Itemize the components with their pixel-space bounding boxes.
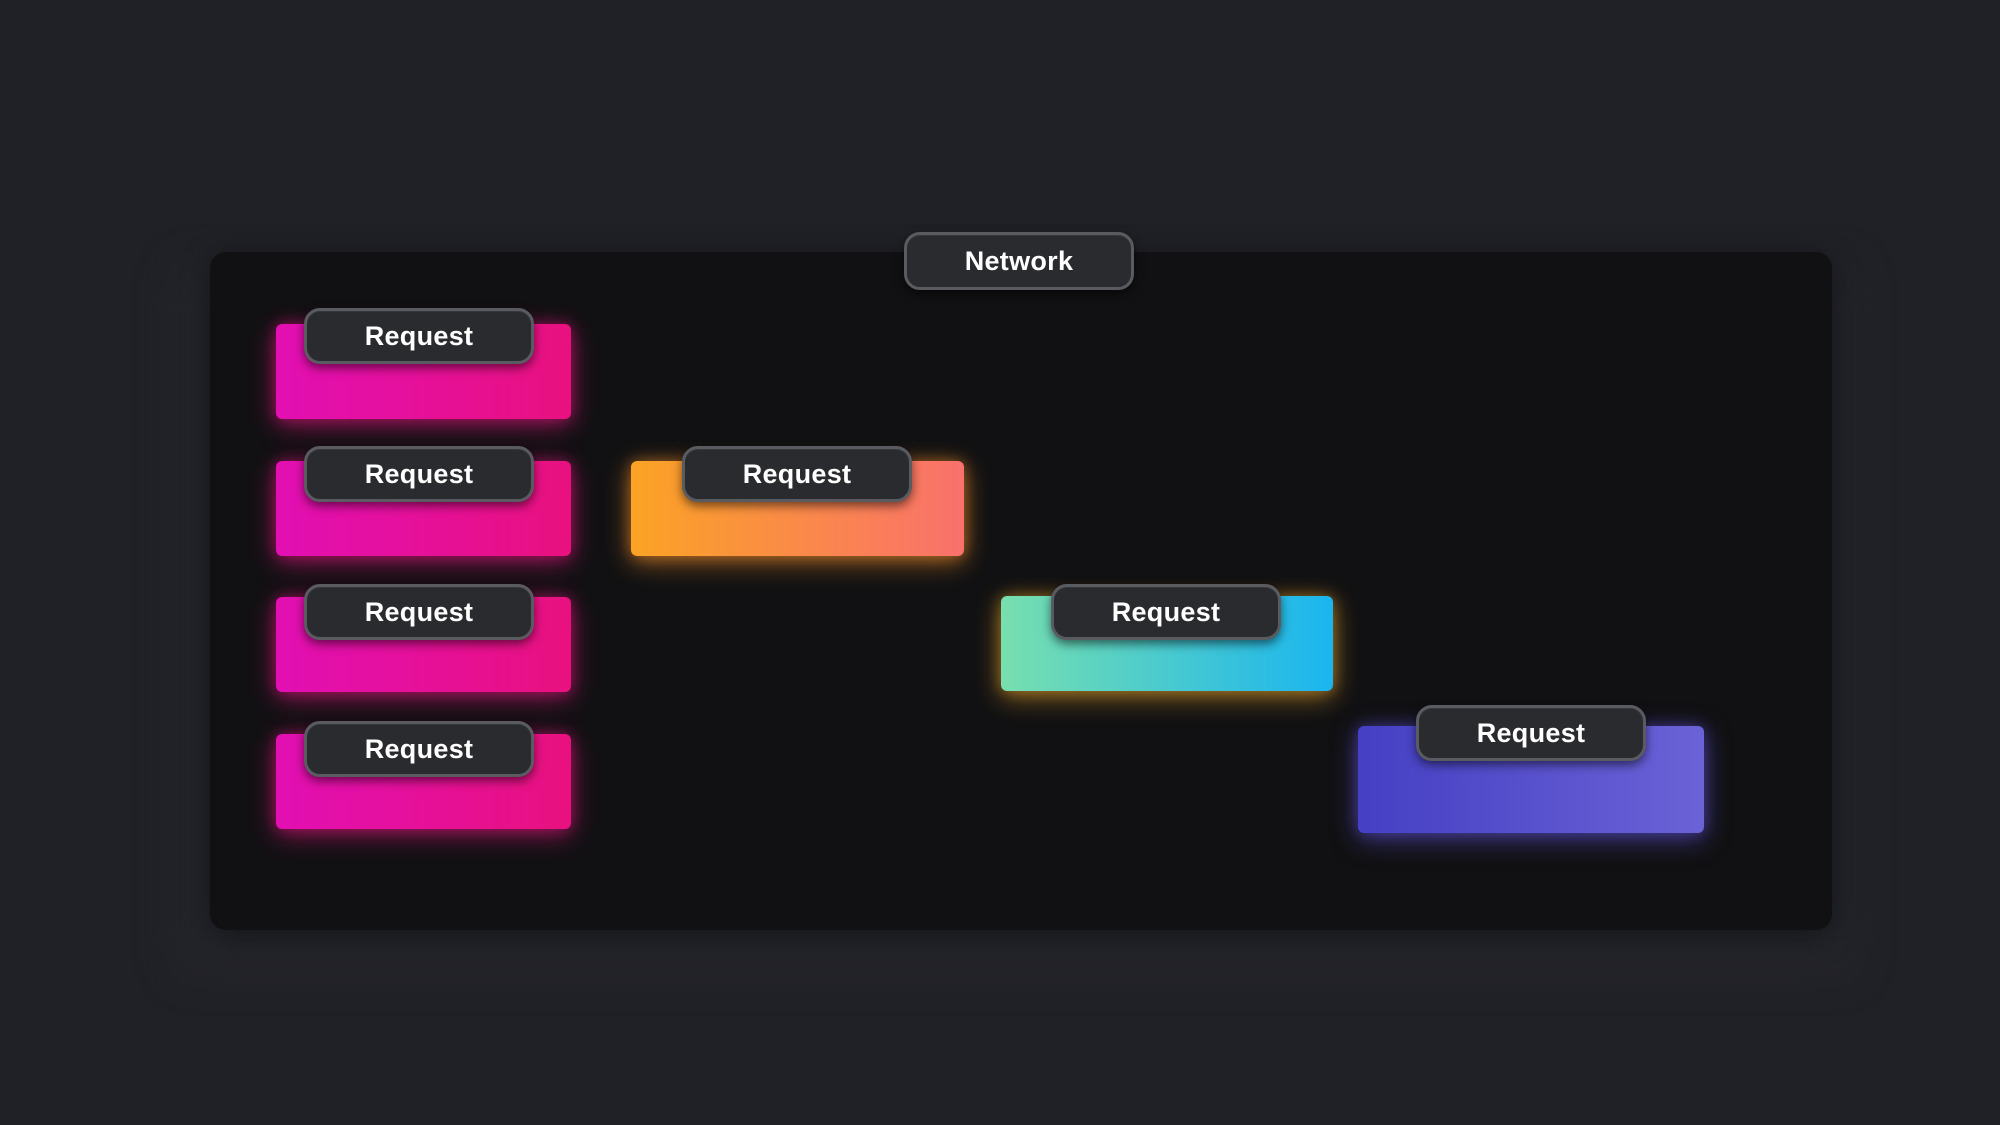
request-label-7: Request: [1416, 705, 1646, 761]
request-label-3: Request: [304, 584, 534, 640]
request-label-1: Request: [304, 308, 534, 364]
request-label-2: Request: [304, 446, 534, 502]
request-label-4: Request: [304, 721, 534, 777]
request-label-5: Request: [682, 446, 912, 502]
network-label: Network: [904, 232, 1134, 290]
request-label-6: Request: [1051, 584, 1281, 640]
